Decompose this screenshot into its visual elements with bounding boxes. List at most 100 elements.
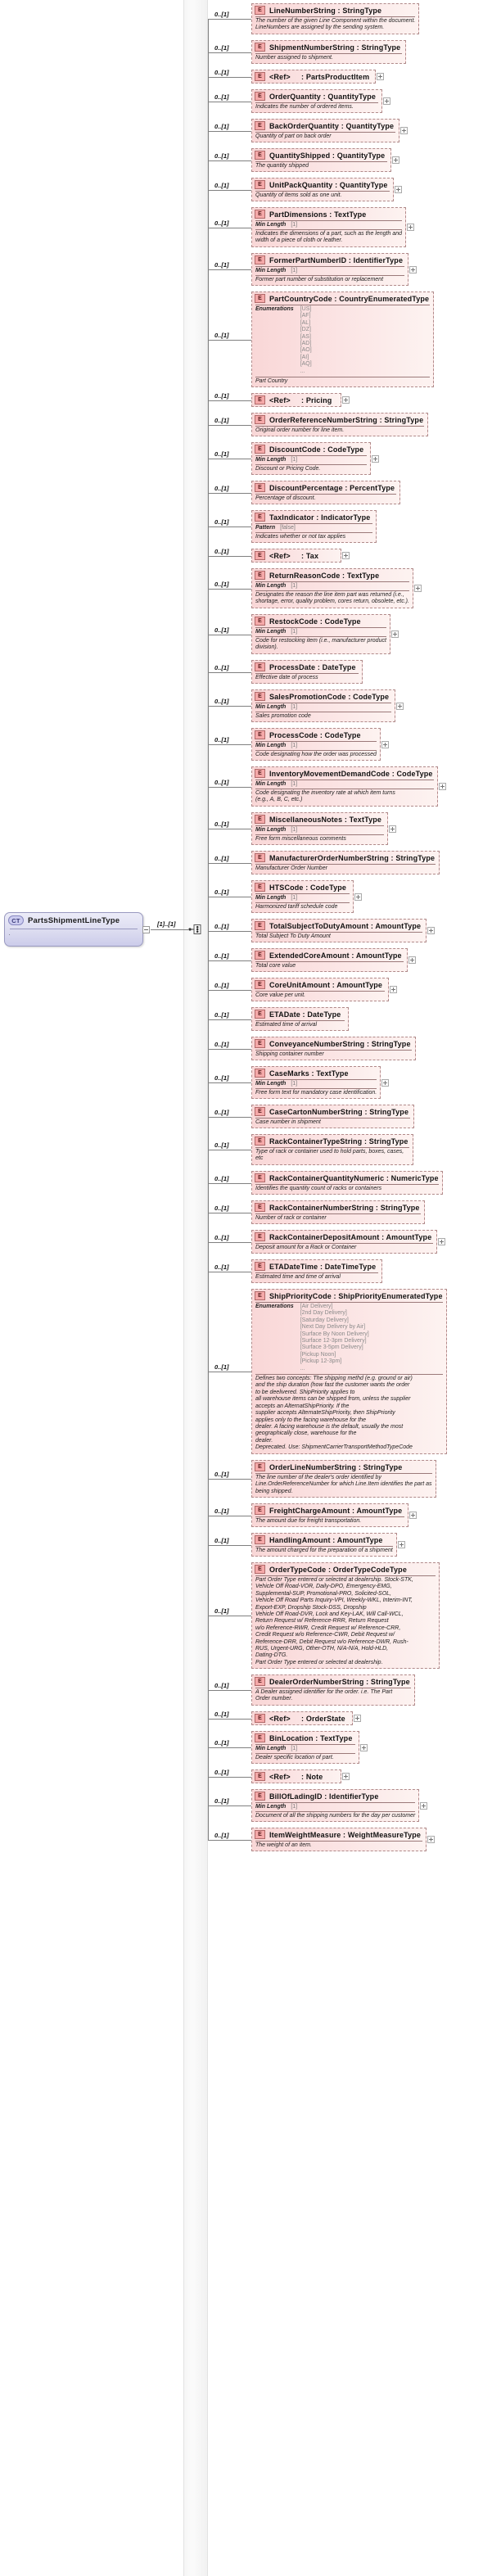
- expand-toggle-icon[interactable]: [342, 1773, 350, 1780]
- element-facet: Min Length[1]: [255, 827, 385, 833]
- schema-element-ref[interactable]: E<Ref> : Note: [251, 1769, 341, 1783]
- expand-toggle-icon[interactable]: [389, 825, 396, 833]
- expand-toggle-icon[interactable]: [414, 585, 422, 592]
- expand-toggle-icon[interactable]: [407, 224, 414, 231]
- element-badge-icon: E: [255, 1107, 265, 1116]
- expand-toggle-icon[interactable]: [381, 1079, 389, 1087]
- schema-element-ref[interactable]: E<Ref> : PartsProductItem: [251, 70, 376, 84]
- expand-toggle-icon[interactable]: [392, 156, 399, 164]
- sequence-compositor-icon[interactable]: [188, 923, 205, 936]
- expand-toggle-icon[interactable]: [391, 630, 399, 638]
- schema-element-ref[interactable]: E<Ref> : OrderState: [251, 1711, 353, 1725]
- schema-element-ref[interactable]: E<Ref> : Tax: [251, 549, 341, 563]
- element-documentation: The amount due for freight transportatio…: [255, 1518, 362, 1524]
- expand-toggle-icon[interactable]: [439, 783, 446, 790]
- schema-element-ref[interactable]: E<Ref> : Pricing: [251, 393, 341, 407]
- expand-toggle-icon[interactable]: [408, 956, 416, 964]
- element-cardinality-label: 0..[1]: [214, 1607, 229, 1615]
- expand-toggle-icon[interactable]: [400, 127, 408, 134]
- expand-toggle-icon[interactable]: [383, 97, 390, 105]
- expand-toggle-icon[interactable]: [377, 73, 384, 80]
- expand-toggle-icon[interactable]: [427, 1836, 435, 1843]
- expand-toggle-icon[interactable]: [354, 893, 362, 901]
- element-title: PartDimensions : TextType: [269, 210, 367, 219]
- expand-toggle-icon[interactable]: [409, 1512, 417, 1519]
- element-badge-icon: E: [255, 445, 265, 454]
- element-divider: [255, 627, 386, 628]
- connector-line: [208, 526, 251, 527]
- expand-toggle-icon[interactable]: [354, 1715, 361, 1722]
- expand-toggle-icon[interactable]: [381, 741, 389, 748]
- element-documentation: Code for restocking item (i.e., manufact…: [255, 638, 386, 651]
- element-title: <Ref> : Note: [269, 1772, 323, 1781]
- expand-toggle-icon[interactable]: [360, 1744, 368, 1751]
- element-documentation: Number assigned to shipment.: [255, 55, 333, 61]
- expand-toggle-icon[interactable]: [342, 552, 350, 559]
- expand-toggle-icon[interactable]: [438, 1238, 445, 1245]
- expand-toggle-icon[interactable]: [420, 1802, 427, 1810]
- expand-toggle-icon[interactable]: [342, 396, 350, 404]
- root-complextype-node[interactable]: CT PartsShipmentLineType .: [4, 912, 143, 947]
- expand-toggle-icon[interactable]: [396, 703, 404, 710]
- expand-toggle-icon[interactable]: [398, 1541, 405, 1548]
- facet-value: [false]: [280, 525, 296, 531]
- element-documentation: Former part number of substitution or re…: [255, 277, 384, 282]
- expand-toggle-icon[interactable]: [390, 986, 397, 993]
- element-title: QuantityShipped : QuantityType: [269, 151, 386, 160]
- expand-toggle-icon[interactable]: [409, 266, 417, 273]
- connector-line: [208, 131, 251, 132]
- element-badge-icon: E: [255, 1262, 265, 1271]
- connector-line: [208, 77, 251, 78]
- element-badge-icon: E: [255, 395, 265, 404]
- expand-toggle-icon[interactable]: [395, 186, 402, 193]
- collapse-toggle-icon[interactable]: [142, 926, 150, 933]
- expand-toggle-icon[interactable]: [372, 455, 379, 463]
- expand-toggle-icon[interactable]: [427, 927, 435, 934]
